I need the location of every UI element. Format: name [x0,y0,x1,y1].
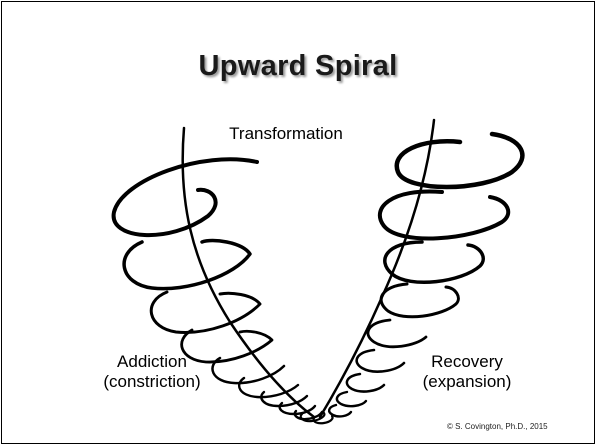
addiction-label: Addiction (constriction) [82,352,222,392]
spiral-junction [299,411,334,425]
recovery-label: Recovery (expansion) [397,352,537,392]
right-spiral-coils [328,131,525,418]
copyright-notice: © S. Covington, Ph.D., 2015 [447,422,548,431]
addiction-label-line1: Addiction [117,352,187,371]
transformation-label: Transformation [229,124,343,143]
addiction-label-line2: (constriction) [103,372,201,391]
slide-title: Upward Spiral [198,50,398,82]
recovery-label-line2: (expansion) [422,372,512,391]
recovery-label-line1: Recovery [431,352,503,371]
left-spiral-coils [111,157,324,421]
